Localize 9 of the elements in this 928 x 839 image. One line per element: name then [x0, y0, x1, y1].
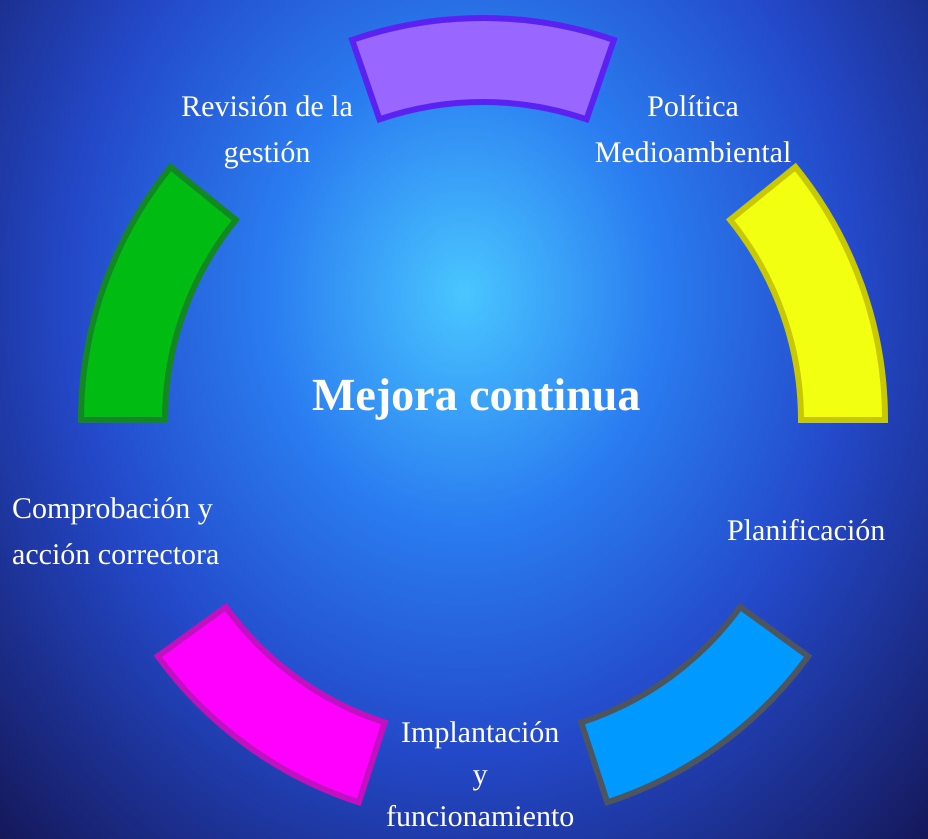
stage-label: Revisión de la gestión — [180, 89, 354, 171]
stage-label: Política Medioambiental — [594, 89, 792, 171]
arc-segment — [154, 604, 388, 806]
stage-label: Implantación y funcionamiento — [386, 715, 574, 835]
stage-label: Planificación — [727, 513, 886, 549]
arc-segment — [578, 604, 812, 806]
arc-segment — [727, 164, 888, 423]
center-title: Mejora continua — [312, 368, 640, 422]
stage-label: Comprobación y acción correctora — [12, 491, 220, 573]
